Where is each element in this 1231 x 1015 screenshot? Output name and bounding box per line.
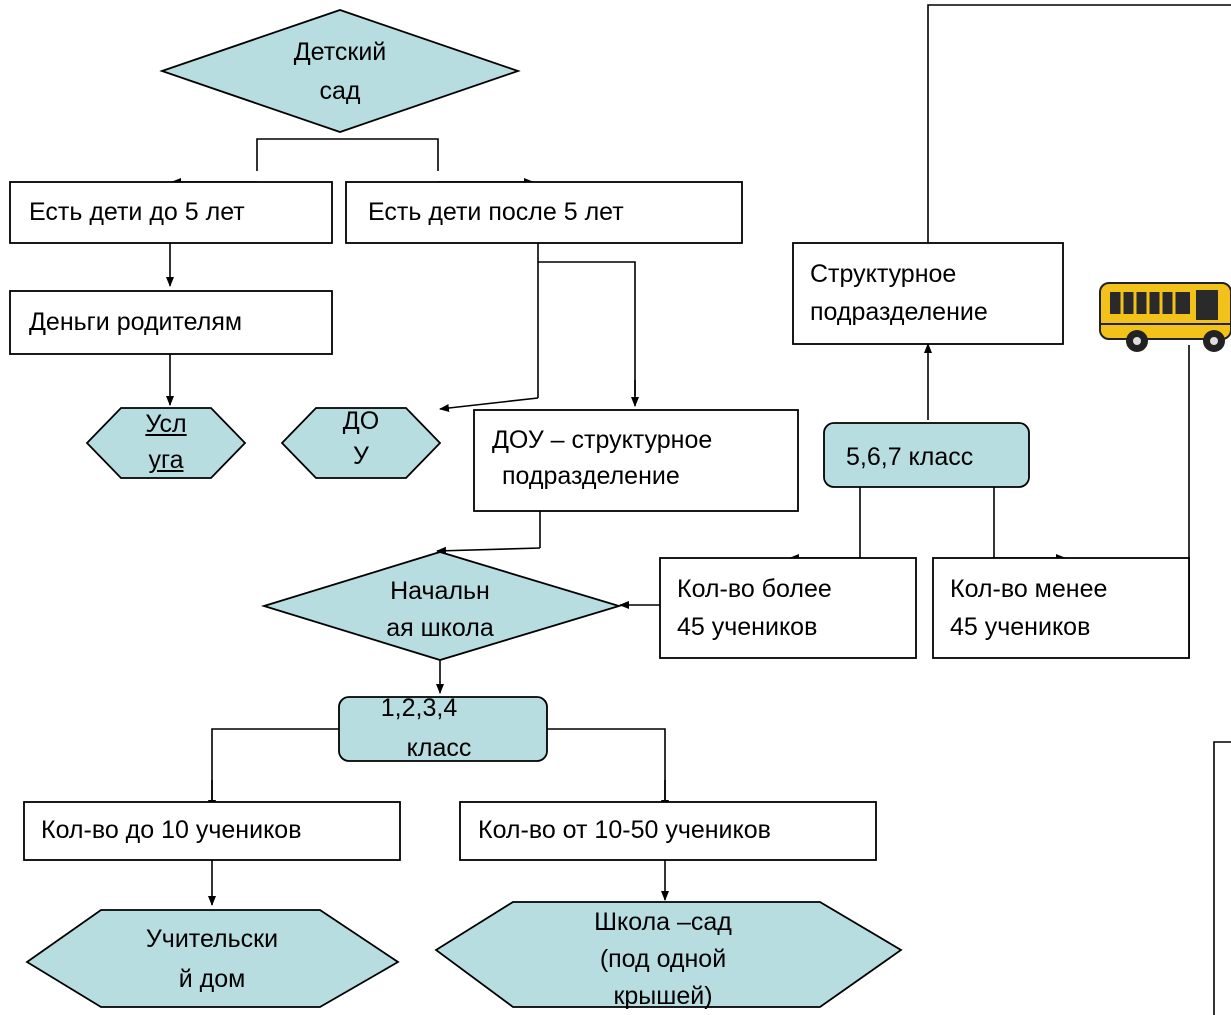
struct-unit-label-1: Структурное [810,260,957,288]
dou-short-label-2: У [353,442,369,470]
dou-unit-label-1: ДОУ – структурное [492,426,713,454]
node-grades-1-4 [338,696,548,762]
node-school-garden [434,901,903,1008]
kindergarten-label-2: сад [319,77,361,105]
school-garden-label-2: (под одной [599,945,727,973]
node-primary-school [260,551,623,661]
service-label-1: Усл [145,410,187,438]
service-label-2: уга [148,446,184,474]
school-garden-label-3: крышей) [613,982,713,1010]
from-10-50-label: Кол-во от 10-50 учеников [478,816,771,844]
grades-5-7-label: 5,6,7 класс [846,443,974,471]
grades-1-4-label-1: 1,2,3,4 [380,694,458,722]
node-dou-unit [473,409,799,512]
node-more-45 [659,557,917,659]
node-service [85,407,247,479]
node-kids-over5 [345,181,743,244]
up-to-10-label: Кол-во до 10 учеников [41,816,302,844]
node-less-45 [932,557,1190,659]
grades-1-4-label-2: класс [406,734,472,762]
kids-over5-label: Есть дети после 5 лет [368,198,624,226]
primary-school-label-2: ая школа [386,614,494,642]
node-teacher-house [25,909,400,1008]
teacher-house-label-1: Учительски [145,925,279,953]
primary-school-label-1: Начальн [390,577,490,605]
node-from-10-50 [459,801,877,861]
more-45-label-2: 45 учеников [677,613,818,641]
more-45-label-1: Кол-во более [677,575,832,603]
money-parents-label: Деньги родителям [29,308,243,336]
struct-unit-label-2: подразделение [810,298,988,326]
school-garden-label-1: Школа –сад [594,908,732,936]
kids-under5-label: Есть дети до 5 лет [29,198,245,226]
node-money-parents [9,290,333,355]
school-bus-icon [1099,282,1231,352]
node-dou-short [280,407,442,479]
kindergarten-label-1: Детский [293,38,387,66]
dou-short-label-1: ДО [342,407,380,435]
node-struct-unit [792,242,1064,345]
node-up-to-10 [23,801,401,861]
dou-unit-label-2: подразделение [502,462,680,490]
teacher-house-label-2: й дом [178,965,246,993]
less-45-label-2: 45 учеников [950,613,1091,641]
node-kindergarten [159,9,521,133]
node-grades-5-7 [823,422,1030,488]
connector-kindergarten-to-under5 [256,138,439,171]
less-45-label-1: Кол-во менее [950,575,1108,603]
node-kids-under5 [9,181,333,244]
